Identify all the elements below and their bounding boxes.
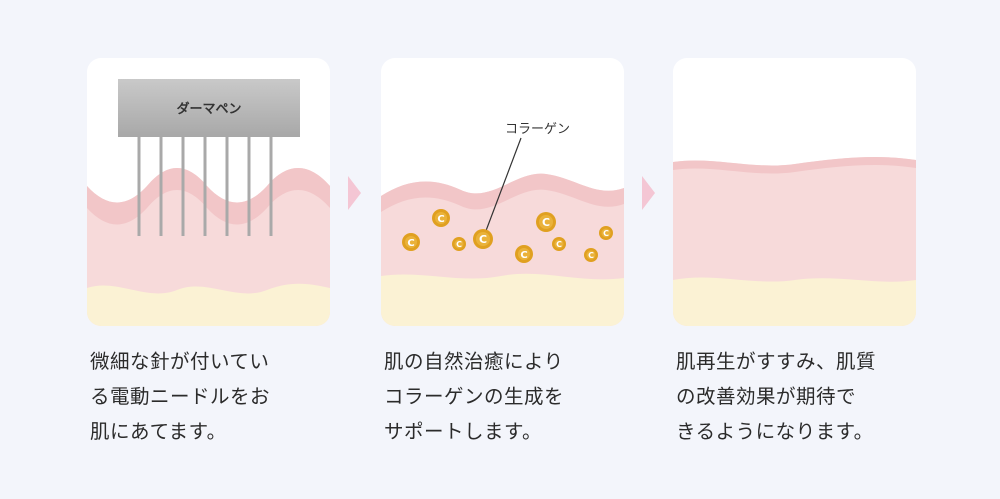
- collagen-pointer-line: [483, 137, 522, 237]
- svg-text:C: C: [588, 251, 594, 260]
- panel-derma-pen: ダーマペン: [87, 58, 330, 326]
- collagen-c-circle: C: [584, 248, 598, 262]
- svg-text:C: C: [407, 238, 414, 249]
- fat-layer: [87, 283, 330, 326]
- collagen-c-circle: C: [452, 237, 466, 251]
- collagen-particles: C C C C C C C: [402, 209, 613, 263]
- svg-text:C: C: [556, 240, 562, 249]
- collagen-c-circle: C: [552, 237, 566, 251]
- chevron-right-icon: [642, 176, 655, 210]
- skin-surface: [87, 168, 330, 225]
- skin-layer: [87, 168, 330, 326]
- skin-surface: [381, 173, 624, 212]
- collagen-c-circle: C: [473, 229, 493, 249]
- skin-surface: [673, 157, 916, 174]
- svg-text:C: C: [603, 229, 609, 238]
- svg-text:C: C: [456, 240, 462, 249]
- svg-text:C: C: [437, 214, 444, 225]
- chevron-right-icon: [348, 176, 361, 210]
- svg-text:C: C: [520, 250, 527, 261]
- fat-layer: [673, 277, 916, 326]
- collagen-c-circle: C: [402, 233, 420, 251]
- collagen-c-circle: C: [536, 212, 556, 232]
- pen-label: ダーマペン: [176, 101, 241, 117]
- panel-regenerated-skin: [673, 58, 916, 326]
- regenerated-skin-illustration: [673, 157, 916, 326]
- caption-step-1: 微細な針が付いてい る電動ニードルをお 肌にあてます。: [90, 350, 271, 443]
- caption-step-2: 肌の自然治癒により コラーゲンの生成を サポートします。: [384, 350, 565, 443]
- needles: [137, 136, 273, 236]
- derma-pen-icon: [118, 79, 300, 137]
- caption-step-3: 肌再生がすすみ、肌質 の改善効果が期待で きるようになります。: [676, 350, 877, 443]
- svg-text:C: C: [542, 216, 550, 229]
- derma-pen-illustration: ダーマペン: [87, 79, 330, 326]
- collagen-label: コラーゲン: [505, 122, 570, 137]
- collagen-c-circle: C: [432, 209, 450, 227]
- collagen-c-circle: C: [599, 226, 613, 240]
- collagen-illustration: コラーゲン C C C C C: [381, 122, 624, 326]
- collagen-c-circle: C: [515, 245, 533, 263]
- svg-text:C: C: [479, 233, 487, 246]
- panel-collagen: コラーゲン C C C C C: [381, 58, 624, 326]
- fat-layer: [381, 273, 624, 326]
